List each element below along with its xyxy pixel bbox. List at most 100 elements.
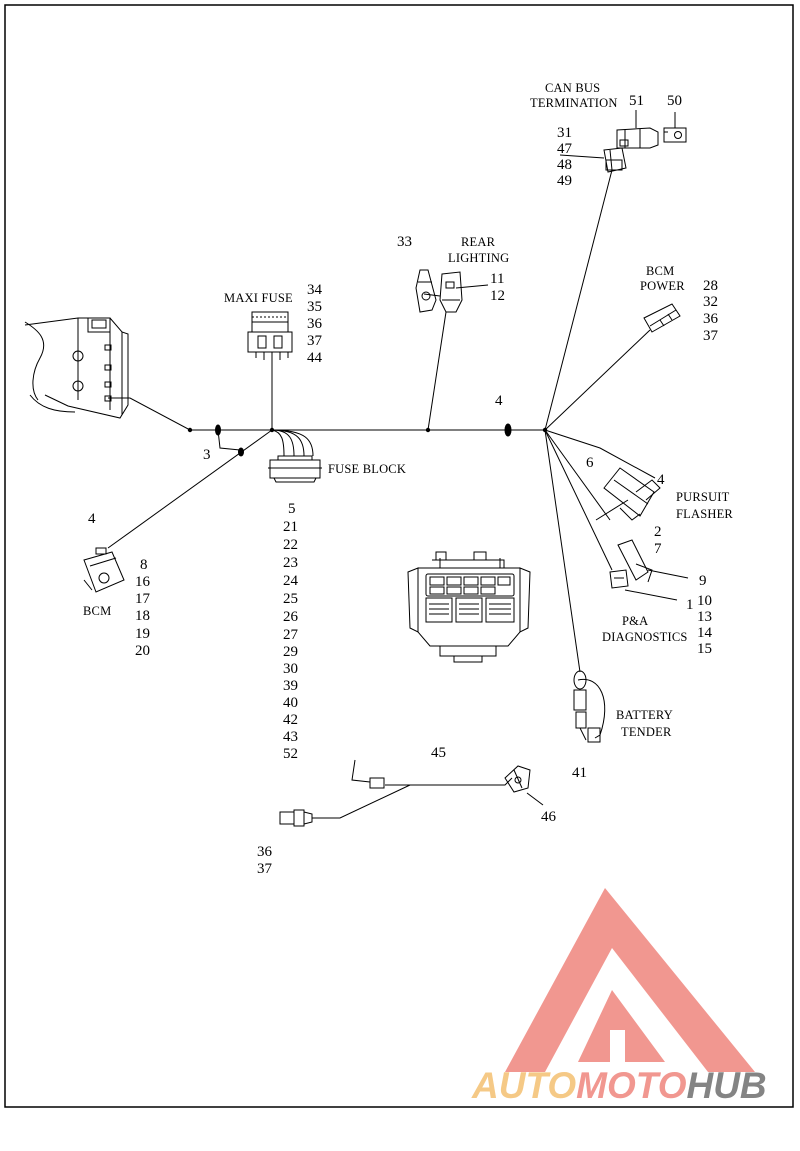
callout: 15 <box>697 641 712 657</box>
callout: 39 <box>283 678 298 694</box>
callout: 5 <box>288 501 296 517</box>
leader-9 <box>647 569 689 579</box>
callout: 36 <box>257 844 273 860</box>
junction-dot <box>187 427 193 433</box>
callout: 23 <box>283 555 298 571</box>
callout: 48 <box>557 157 572 173</box>
callout: 41 <box>572 765 587 781</box>
sub-harness-connector-36 <box>279 809 313 827</box>
bcm-power-branch-wire <box>544 329 651 431</box>
callout: 52 <box>283 746 298 762</box>
callout: 2 <box>654 524 662 540</box>
fuse-block-connector <box>268 455 322 483</box>
callout: 47 <box>557 141 573 157</box>
sub-harness-connector-top <box>369 777 385 789</box>
diagram-frame <box>4 4 794 1108</box>
callout: 50 <box>667 93 682 109</box>
label-rear-lighting-2: LIGHTING <box>448 251 509 265</box>
label-pursuit-flasher-2: FLASHER <box>676 507 733 521</box>
callout: 45 <box>431 745 446 761</box>
watermark-logo: AUTOMOTOHUB <box>471 888 767 1106</box>
leader-rear-1112 <box>423 293 441 297</box>
leader-flasher-2 <box>595 499 629 521</box>
callout: 28 <box>703 278 718 294</box>
callout: 22 <box>283 537 298 553</box>
leader-1 <box>624 589 678 601</box>
rear-lighting-wire <box>427 311 447 431</box>
callout: 49 <box>557 173 572 189</box>
label-battery-tender-1: BATTERY <box>616 708 673 722</box>
bcm-power-connector <box>643 303 681 333</box>
callout: 9 <box>699 573 707 589</box>
rear-lighting-connector-33 <box>415 269 437 313</box>
pursuit-flasher-branch-wire <box>544 429 656 479</box>
component-labels: CAN BUS TERMINATION REAR LIGHTING MAXI F… <box>83 81 733 739</box>
can-bus-cap-50 <box>663 127 687 143</box>
callout: 21 <box>283 519 298 535</box>
callout: 25 <box>283 591 298 607</box>
can-bus-branch-wire <box>544 169 613 431</box>
callout: 51 <box>629 93 644 109</box>
callout: 29 <box>283 644 298 660</box>
label-fuse-block: FUSE BLOCK <box>328 462 406 476</box>
callout: 42 <box>283 712 298 728</box>
label-rear-lighting-1: REAR <box>461 235 496 249</box>
callout: 34 <box>307 282 323 298</box>
callout: 30 <box>283 661 298 677</box>
callout: 7 <box>654 541 662 557</box>
label-can-bus-2: TERMINATION <box>530 96 618 110</box>
maxi-fuse-holder <box>247 311 293 360</box>
callout: 31 <box>557 125 572 141</box>
watermark-auto: AUTOMOTOHUB <box>471 1065 767 1106</box>
battery-loop-wire <box>577 678 606 739</box>
callout: 24 <box>283 573 299 589</box>
clip-4-main <box>504 423 512 437</box>
callout: 11 <box>490 271 504 287</box>
battery-branch-wire <box>544 429 581 673</box>
fuse-block-wire-4 <box>271 429 314 457</box>
junction-dot <box>542 427 548 433</box>
callout: 36 <box>703 311 719 327</box>
label-pursuit-flasher-1: PURSUIT <box>676 490 730 504</box>
leader-46 <box>526 792 544 806</box>
clip-3 <box>215 424 244 457</box>
junction-dot <box>269 427 275 433</box>
label-bcm: BCM <box>83 604 111 618</box>
callout: 44 <box>307 350 323 366</box>
bcm-connector <box>83 547 125 593</box>
callout: 37 <box>307 333 323 349</box>
callout: 8 <box>140 557 148 573</box>
callout: 4 <box>657 472 665 488</box>
callout: 4 <box>88 511 96 527</box>
main-trunk-wire <box>108 397 545 431</box>
callout: 13 <box>697 609 712 625</box>
can-bus-connector-51 <box>616 127 659 149</box>
callout: 35 <box>307 299 322 315</box>
label-pa-1: P&A <box>622 614 648 628</box>
bcm-branch-wire <box>107 429 273 549</box>
label-bcm-power-1: BCM <box>646 264 674 278</box>
callout-numbers: 31 47 48 49 51 50 33 11 12 34 35 36 37 4… <box>88 93 719 877</box>
callout: 10 <box>697 593 712 609</box>
harness-wires <box>107 110 689 819</box>
label-maxi-fuse: MAXI FUSE <box>224 291 293 305</box>
callout: 16 <box>135 574 151 590</box>
battery-tender-connector <box>573 670 601 743</box>
logo-inner-mark <box>578 990 665 1062</box>
rear-lighting-connector-11 <box>439 271 463 313</box>
clip-3-leader <box>217 429 241 451</box>
label-battery-tender-2: TENDER <box>621 725 672 739</box>
flasher-lower-wire <box>544 429 611 521</box>
label-pa-2: DIAGNOSTICS <box>602 630 688 644</box>
callout: 37 <box>703 328 719 344</box>
callout: 32 <box>703 294 718 310</box>
can-bus-connector-31 <box>603 147 627 173</box>
callout: 43 <box>283 729 298 745</box>
frame-bracket <box>24 317 129 419</box>
callout: 17 <box>135 591 151 607</box>
callout: 12 <box>490 288 505 304</box>
callout: 26 <box>283 609 299 625</box>
logo-triangle-outer <box>505 888 755 1072</box>
pa-branch-wire <box>544 429 613 571</box>
